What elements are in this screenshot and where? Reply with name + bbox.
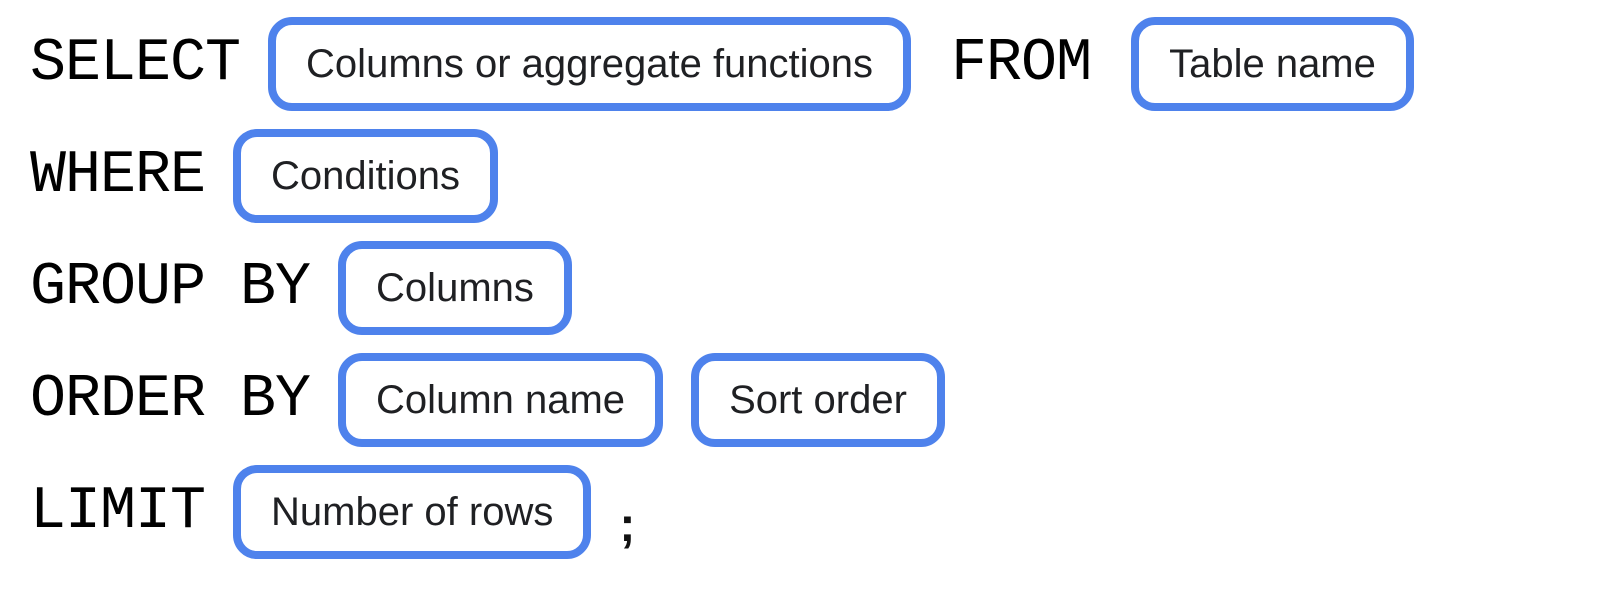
semicolon-punctuation: ; [619, 499, 636, 552]
keyword-from: FROM [951, 30, 1092, 98]
placeholder-box-number-of-rows: Number of rows [233, 465, 592, 559]
placeholder-box-columns-or-aggregate-functions: Columns or aggregate functions [268, 17, 912, 111]
placeholder-box-columns: Columns [338, 241, 572, 335]
sql-line-limit: LIMIT Number of rows ; [30, 464, 1600, 560]
keyword-group-by: GROUP BY [30, 254, 311, 322]
sql-line-order-by: ORDER BY Column name Sort order [30, 352, 1600, 448]
sql-syntax-diagram: SELECT Columns or aggregate functions FR… [30, 16, 1600, 560]
keyword-limit: LIMIT [30, 478, 206, 546]
sql-line-group-by: GROUP BY Columns [30, 240, 1600, 336]
placeholder-box-column-name: Column name [338, 353, 664, 447]
placeholder-box-sort-order: Sort order [691, 353, 945, 447]
sql-line-select: SELECT Columns or aggregate functions FR… [30, 16, 1600, 112]
sql-line-where: WHERE Conditions [30, 128, 1600, 224]
keyword-order-by: ORDER BY [30, 366, 311, 434]
placeholder-box-table-name: Table name [1131, 17, 1414, 111]
placeholder-box-conditions: Conditions [233, 129, 499, 223]
keyword-where: WHERE [30, 142, 206, 210]
keyword-select: SELECT [30, 30, 241, 98]
